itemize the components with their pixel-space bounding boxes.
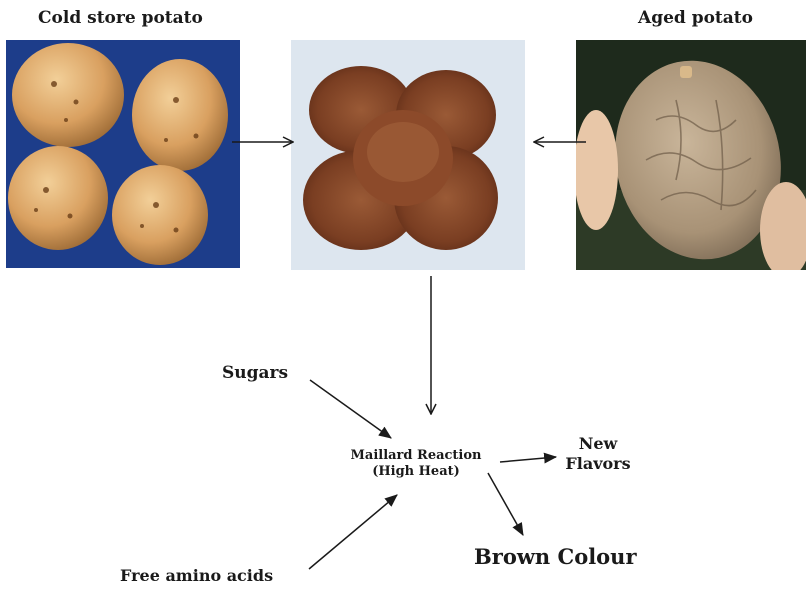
maillard-reaction-label: Maillard Reaction (High Heat) <box>326 448 506 480</box>
flavors-arrow <box>500 457 556 462</box>
free-amino-acids-label: Free amino acids <box>120 567 273 585</box>
new-flavors-label: New Flavors <box>556 434 640 474</box>
brown-colour-arrow <box>488 473 523 535</box>
sugars-arrow <box>310 380 391 438</box>
amino-acids-arrow <box>309 495 397 569</box>
reaction-title: Maillard Reaction <box>326 448 506 464</box>
reaction-condition: (High Heat) <box>326 464 506 480</box>
flavors-line2: Flavors <box>556 454 640 474</box>
brown-colour-label: Brown Colour <box>474 545 637 568</box>
flavors-line1: New <box>556 434 640 454</box>
sugars-label: Sugars <box>222 364 288 383</box>
